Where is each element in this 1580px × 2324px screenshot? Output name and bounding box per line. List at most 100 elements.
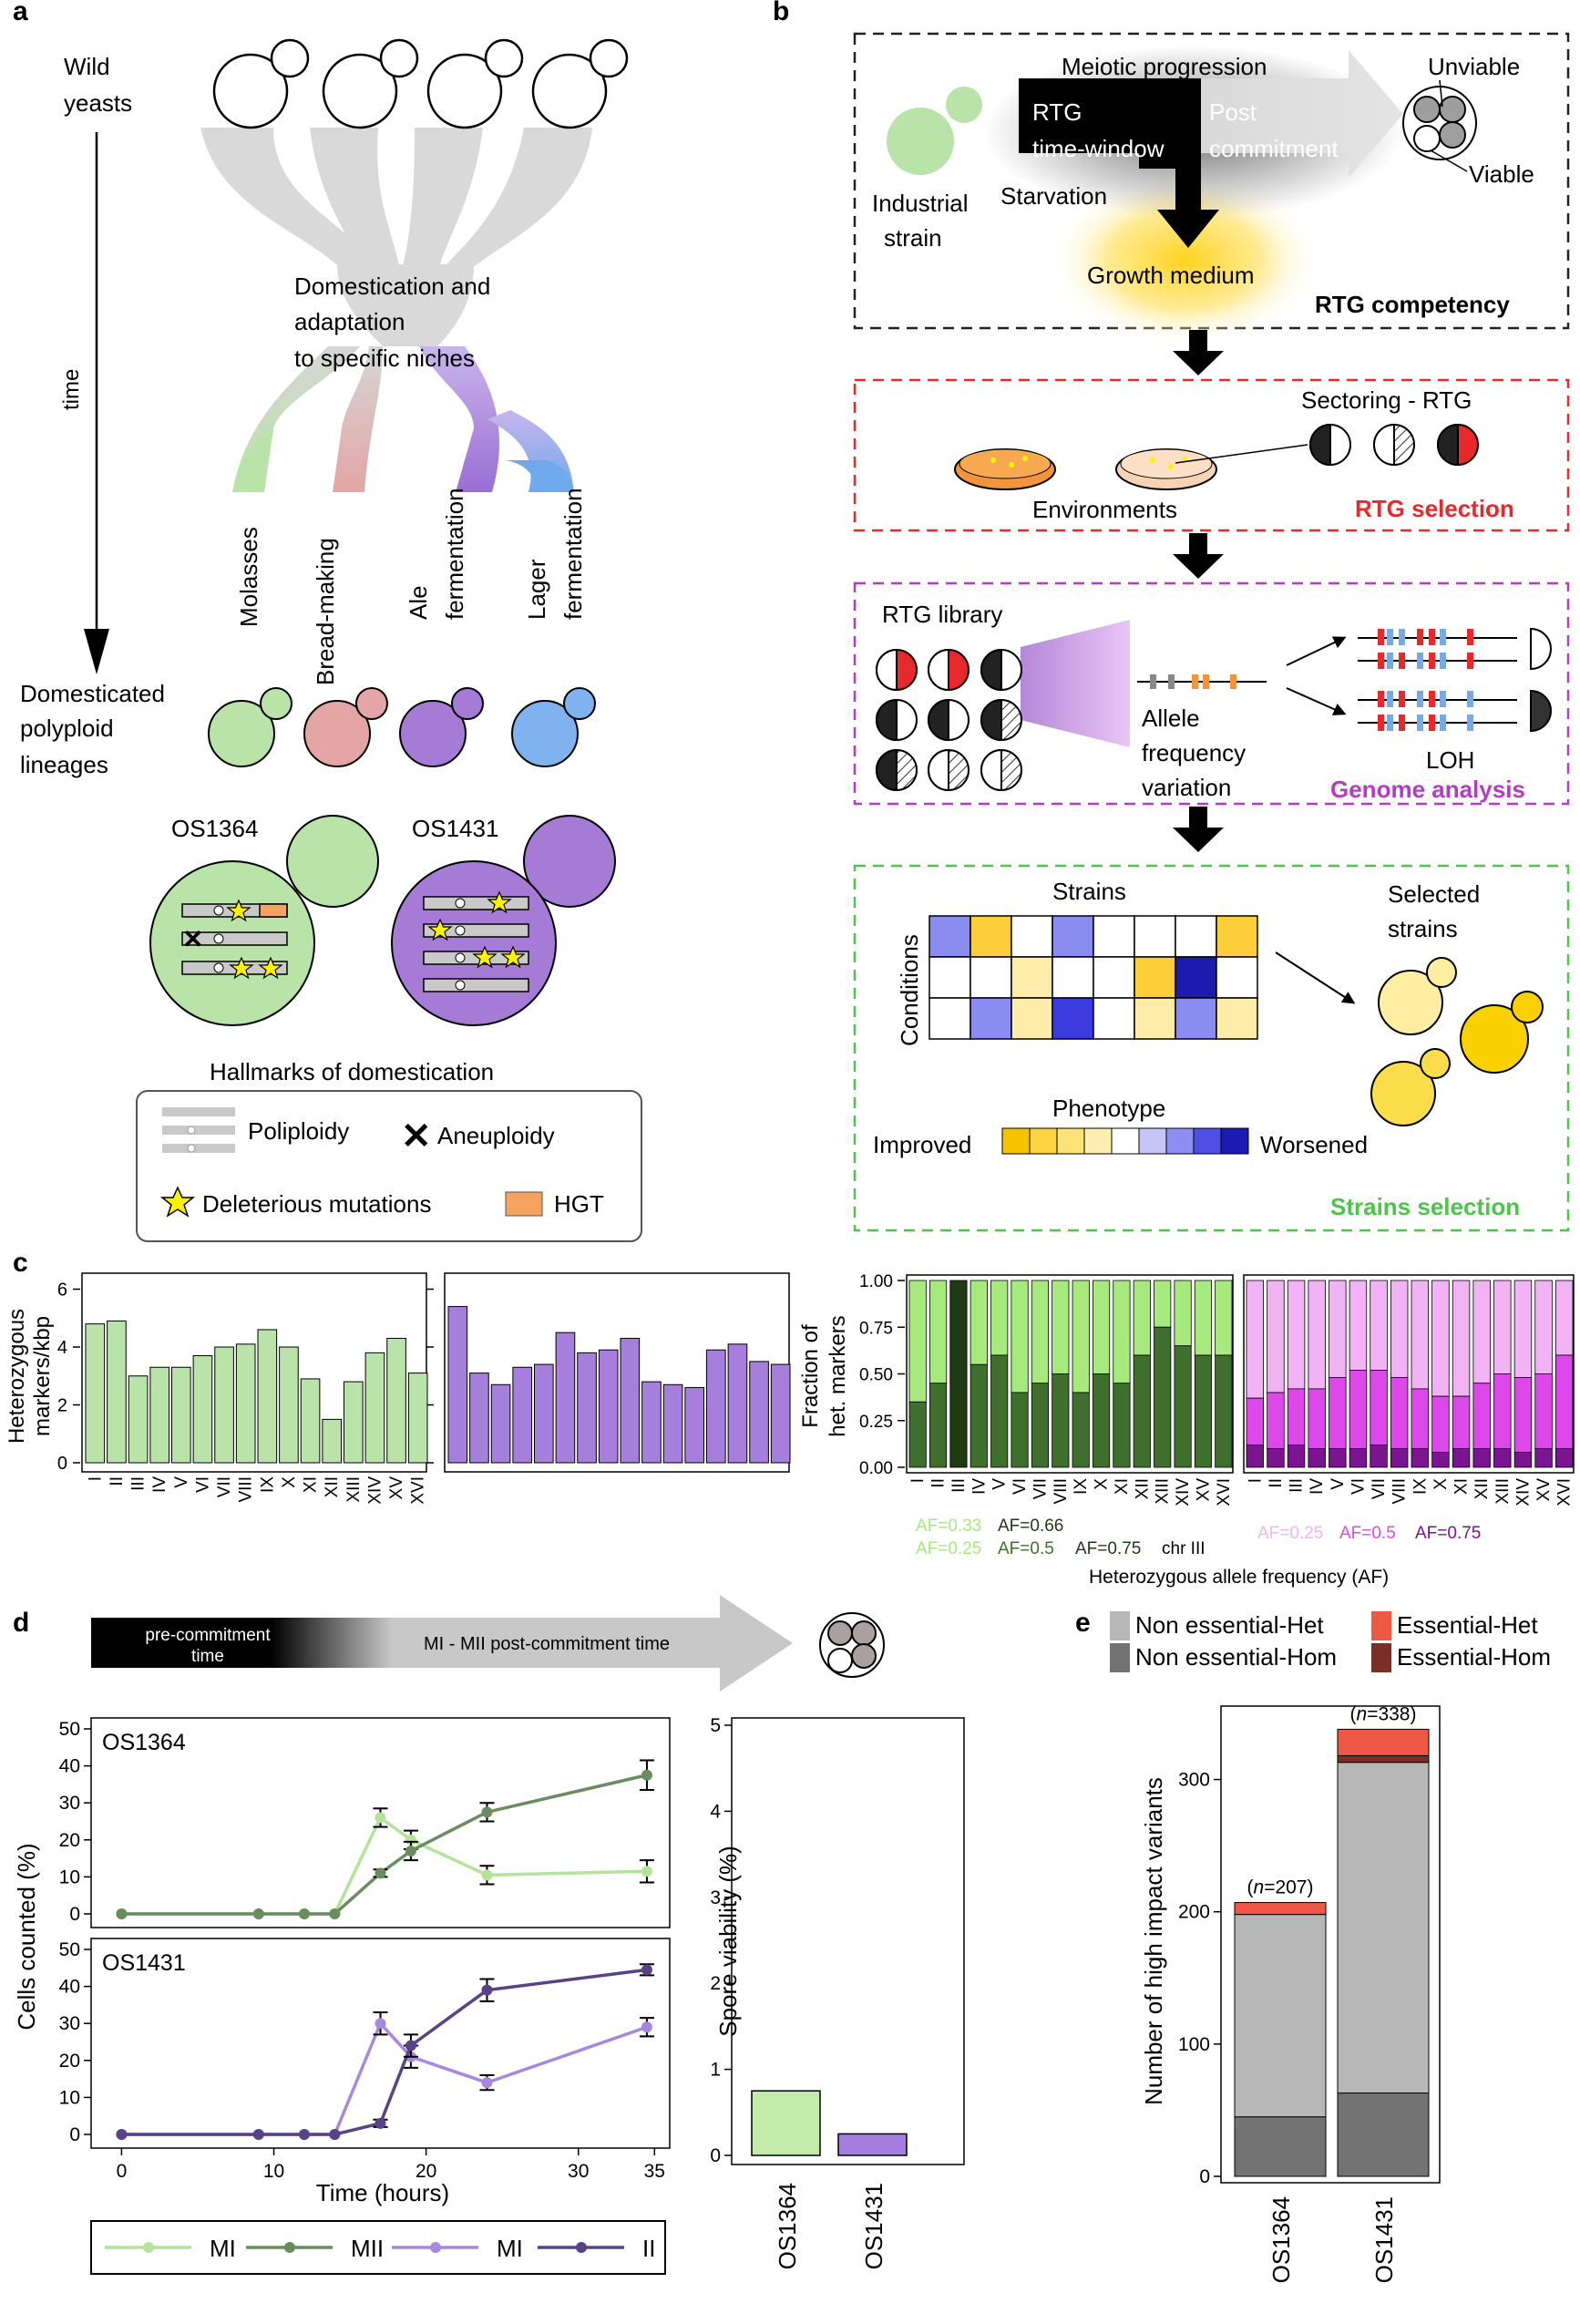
legend-label: MI (210, 2235, 236, 2262)
heatmap-cell (1175, 915, 1217, 958)
bar (749, 1361, 769, 1464)
conditions-label: Conditions (896, 934, 923, 1046)
hgt-icon (505, 1191, 543, 1217)
growth-medium-label: Growth medium (1087, 262, 1255, 289)
af-legend: AF=0.33 AF=0.66 AF=0.25 AF=0.5 AF=0.75 c… (916, 1517, 1481, 1588)
y-tick-label: 1 (710, 2060, 721, 2081)
bar (598, 1349, 619, 1464)
bar-high (1554, 1280, 1574, 1356)
bar-low (1011, 1392, 1029, 1468)
series-point (252, 1908, 264, 1919)
bar-high (1452, 1280, 1471, 1397)
d-xlabel: Time (hours) (316, 2179, 449, 2206)
x-tick-label: XV (1194, 1478, 1213, 1502)
bar-low (1133, 1354, 1151, 1468)
domesticated-line-3: lineages (20, 751, 108, 778)
genome-analysis-label: Genome analysis (1330, 776, 1525, 803)
bar-high (1092, 1280, 1111, 1374)
bar-mid (1390, 1377, 1409, 1449)
legend-deleterious: Deleterious mutations (202, 1190, 431, 1218)
series-point (641, 1964, 652, 1976)
x-tick-label: X (280, 1476, 299, 1488)
series-point (641, 2021, 652, 2033)
bar-low (1349, 1448, 1368, 1468)
bar-high (1370, 1280, 1388, 1371)
af-05-b: AF=0.5 (1339, 1524, 1396, 1543)
series-point (405, 1845, 416, 1856)
x-tick-label: XIV (1174, 1478, 1193, 1506)
bar-mid (1246, 1397, 1265, 1445)
bar-low (1472, 1448, 1491, 1468)
y-tick-label: 10 (59, 2087, 80, 2108)
af-025-a: AF=0.25 (916, 1539, 981, 1558)
domesticated-line-1: Domesticated (20, 680, 165, 707)
x-tick-label: IV (150, 1476, 169, 1493)
bar-mid (1349, 1370, 1368, 1449)
x-tick-label: VI (193, 1476, 212, 1493)
x-tick-label: I (908, 1478, 928, 1483)
commitment-label: commitment (1209, 135, 1339, 162)
precommit-line-2: time (191, 1647, 224, 1666)
bar-low (929, 1383, 948, 1468)
legend-label: Non essential-Hom (1135, 1643, 1337, 1671)
c-right-ylabel: Fraction of (798, 1324, 823, 1428)
heatmap-cell (929, 956, 971, 999)
x-tick-label: I (86, 1476, 105, 1481)
stacked-segment (1337, 1762, 1430, 2094)
series-point (298, 2129, 310, 2140)
x-tick-label: XIII (1154, 1478, 1173, 1505)
frequency-label: frequency (1142, 739, 1246, 766)
industrial-label: Industrial (872, 190, 969, 217)
y-tick-label: 2 (710, 1973, 721, 1994)
x-tick-label: OS1364 (1267, 2196, 1295, 2283)
os1431-genome-cell (391, 815, 616, 1026)
bar (662, 1383, 683, 1464)
heatmap-cell (1011, 956, 1053, 999)
strain-os1364-label: OS1364 (171, 815, 258, 842)
strains-selection-label: Strains selection (1330, 1193, 1520, 1220)
bar-low (1174, 1345, 1192, 1468)
x-tick-label: IV (970, 1478, 989, 1495)
environments-label: Environments (1032, 496, 1177, 523)
bar (364, 1352, 385, 1464)
bar (128, 1375, 149, 1464)
bar-chrIII (949, 1280, 968, 1468)
spore-bar (837, 2133, 908, 2156)
wild-yeast-cells (212, 38, 629, 129)
y-tick-label: 10 (59, 1866, 80, 1887)
heatmap-cell (1134, 915, 1176, 958)
rtg-competency-box (853, 32, 1570, 330)
x-tick-label: V (1329, 1478, 1348, 1490)
x-tick-label: III (949, 1478, 969, 1493)
bar (149, 1366, 169, 1464)
panel-a: Wild yeasts time Domestication and ada (20, 38, 642, 1242)
bar (469, 1373, 489, 1464)
domestication-line-2: adaptation (294, 308, 405, 335)
x-tick-label: 30 (568, 2161, 589, 2182)
bar-high (1174, 1280, 1192, 1347)
domestication-line-3: to specific niches (294, 344, 475, 372)
x-tick-label: X (1431, 1478, 1451, 1490)
series-point (374, 1867, 386, 1879)
bar-high (1308, 1280, 1326, 1390)
x-tick-label: XVI (1215, 1478, 1234, 1506)
legend-aneuploidy: Aneuploidy (437, 1122, 555, 1149)
y-tick-label: 40 (59, 1756, 80, 1777)
y-tick-label: 40 (59, 1977, 80, 1998)
bar-low (908, 1401, 927, 1468)
legend-swatch (1110, 1643, 1130, 1672)
x-tick-label: OS1431 (860, 2183, 887, 2269)
legend-point (284, 2242, 295, 2253)
rtg-selection-box (853, 378, 1570, 532)
bar-high (908, 1280, 927, 1403)
bar-low (1329, 1448, 1347, 1468)
heatmap-cell (1052, 997, 1094, 1040)
niche-ale-2: fermentation (441, 488, 468, 620)
x-tick-label: VI (1349, 1478, 1368, 1495)
x-tick-label: XVI (409, 1476, 428, 1505)
y-tick-label: 4 (710, 1801, 721, 1822)
x-tick-label: 20 (416, 2161, 436, 2182)
x-tick-label: XV (387, 1476, 406, 1500)
y-tick-label: 30 (59, 1793, 80, 1814)
